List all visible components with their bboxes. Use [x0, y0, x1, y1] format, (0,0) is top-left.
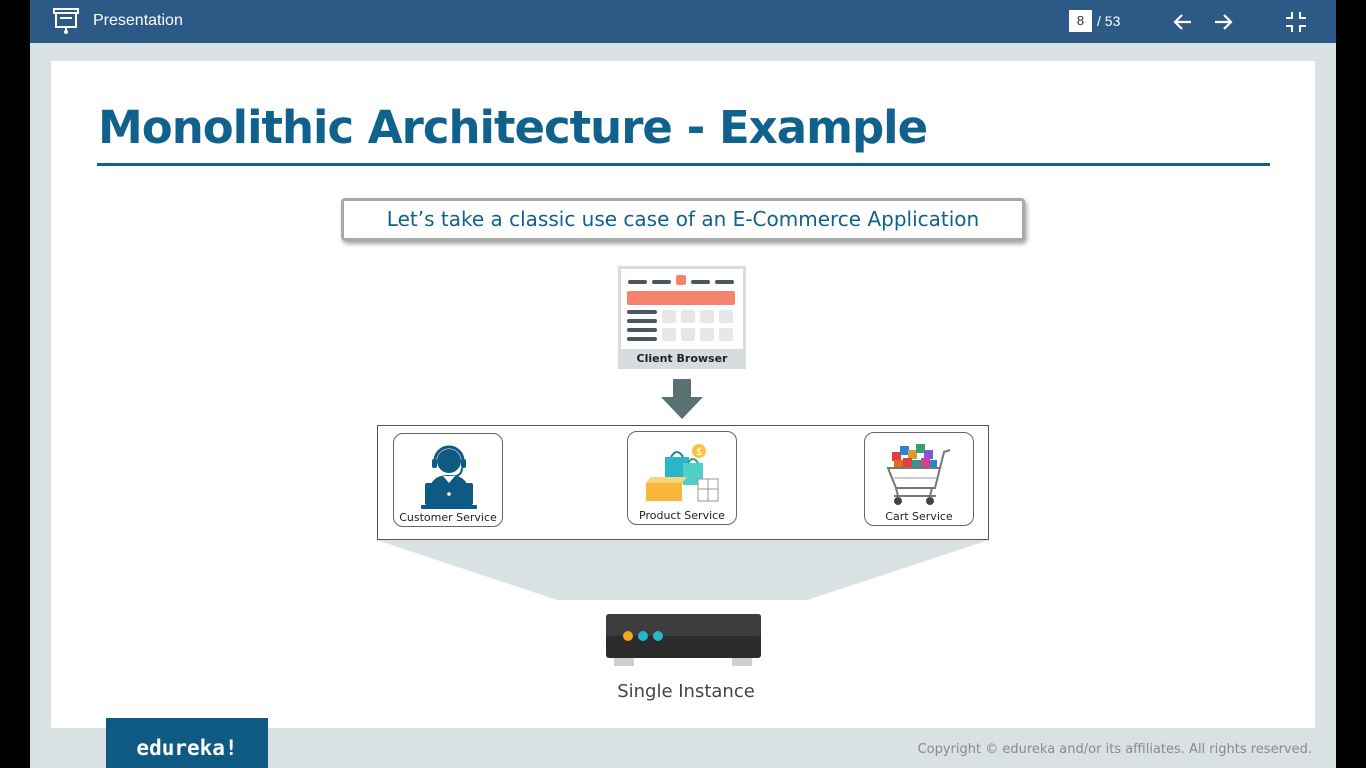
product-service-label: Product Service: [639, 509, 725, 522]
product-service-card: $ Product Service: [627, 431, 737, 525]
funnel-shape: [377, 540, 989, 600]
edureka-logo: edureka!: [106, 718, 268, 768]
services-container: Customer Service $ Product Service: [377, 425, 989, 540]
callout-box: Let’s take a classic use case of an E-Co…: [341, 198, 1025, 241]
arrow-down-icon: [661, 379, 703, 419]
svg-text:$: $: [696, 447, 702, 458]
server-icon: [606, 614, 761, 666]
client-browser: Client Browser: [618, 266, 746, 369]
customer-service-label: Customer Service: [399, 511, 497, 524]
copyright-text: Copyright © edureka and/or its affiliate…: [917, 742, 1312, 757]
exit-fullscreen-icon[interactable]: [1284, 10, 1308, 34]
top-bar: Presentation 8 / 53: [30, 0, 1336, 43]
arrow-right-icon[interactable]: [1211, 10, 1235, 34]
server-label: Single Instance: [617, 681, 755, 702]
customer-support-icon: [421, 445, 477, 509]
presentation-viewer: Presentation 8 / 53 Monolithic Architect…: [30, 0, 1336, 768]
slide: Monolithic Architecture - Example Let’s …: [51, 61, 1315, 728]
presentation-icon: [53, 8, 79, 34]
window-title: Presentation: [93, 12, 183, 29]
total-pages: / 53: [1097, 13, 1121, 29]
cart-service-card: Cart Service: [864, 432, 974, 526]
browser-window-icon: [621, 269, 743, 349]
title-divider: [97, 163, 1270, 166]
customer-service-card: Customer Service: [393, 433, 503, 527]
client-browser-label: Client Browser: [636, 352, 728, 365]
slide-title: Monolithic Architecture - Example: [98, 101, 928, 154]
current-page-input[interactable]: 8: [1069, 10, 1092, 32]
arrow-left-icon[interactable]: [1171, 10, 1195, 34]
shopping-cart-icon: [886, 444, 951, 505]
product-boxes-icon: $: [646, 444, 719, 502]
cart-service-label: Cart Service: [885, 510, 953, 523]
